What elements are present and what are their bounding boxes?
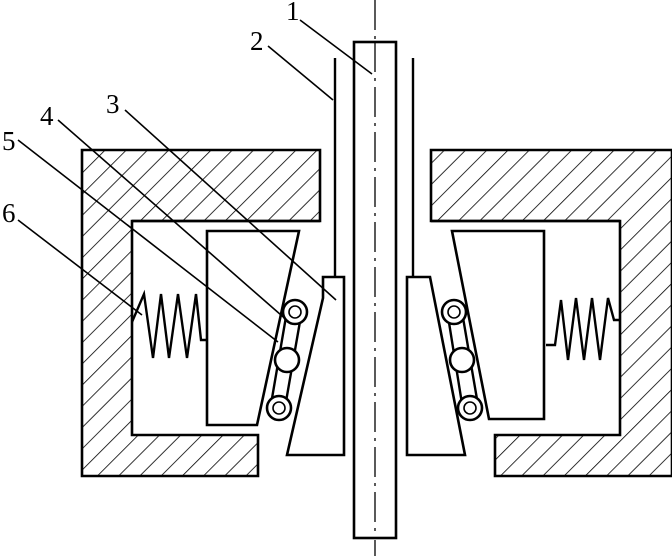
leader-line-5 [17,139,279,343]
roller-left-mid [273,346,301,374]
roller-right-top [440,298,468,326]
roller-left-bottom [265,394,293,422]
roller-left-top [281,298,309,326]
label-4: 4 [40,101,54,131]
label-3: 3 [106,89,120,119]
leader-line-2 [267,45,334,101]
inner-wedge-left [285,275,346,457]
leader-line-6 [17,219,143,316]
housing-right-wall [429,148,672,478]
label-2: 2 [250,26,264,56]
label-6: 6 [2,198,16,228]
outer-wedge-right [450,229,546,421]
roller-right-mid [448,346,476,374]
leader-line-3 [124,109,337,301]
housing-left-wall [80,148,322,478]
label-1: 1 [286,0,300,26]
roller-right-bottom [456,394,484,422]
label-5: 5 [2,126,16,156]
leader-line-1 [299,19,373,75]
inner-wedge-right [405,275,467,457]
spring-right [546,297,620,361]
spring-left [130,289,207,359]
leader-line-4 [57,119,290,323]
outer-wedge-left [205,229,301,427]
